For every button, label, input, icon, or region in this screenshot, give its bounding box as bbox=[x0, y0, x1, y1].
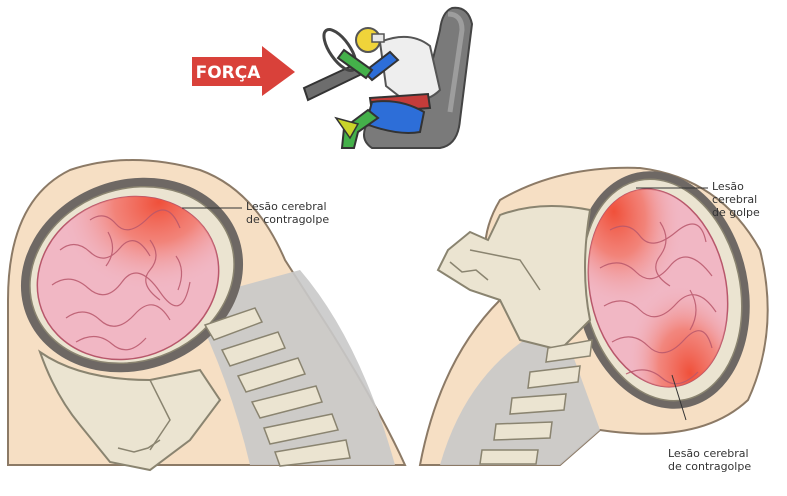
car-occupant-illustration bbox=[304, 8, 472, 148]
right-contrecoup-label: Lesão cerebral de contragolpe bbox=[668, 447, 751, 473]
right-contrecoup-label-line1: Lesão cerebral bbox=[668, 447, 751, 460]
left-head-illustration bbox=[0, 147, 405, 470]
left-contrecoup-label: Lesão cerebral de contragolpe bbox=[246, 200, 329, 226]
force-arrow: FORÇA bbox=[192, 46, 295, 96]
right-contrecoup-label-line2: de contragolpe bbox=[668, 460, 751, 473]
right-coup-label: Lesão cerebral de golpe bbox=[712, 180, 787, 219]
occupant-torso bbox=[380, 37, 440, 101]
right-skull-face bbox=[438, 206, 590, 350]
left-contrecoup-label-line2: de contragolpe bbox=[246, 213, 329, 226]
right-coup-label-line2: de golpe bbox=[712, 206, 787, 219]
left-contrecoup-label-line1: Lesão cerebral bbox=[246, 200, 329, 213]
right-coup-label-line1: Lesão cerebral bbox=[712, 180, 787, 206]
force-label: FORÇA bbox=[196, 63, 262, 83]
